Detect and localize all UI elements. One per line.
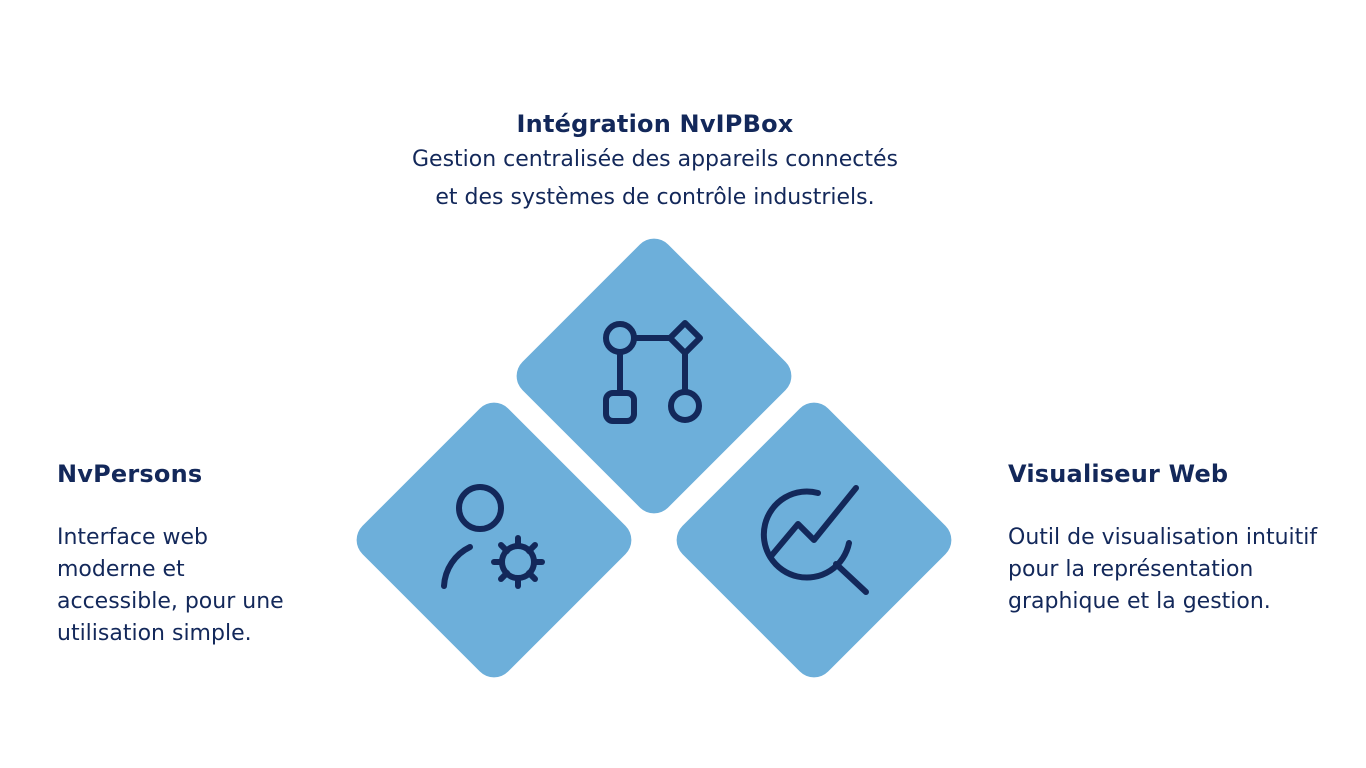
top-description-line-1: Gestion centralisée des appareils connec… <box>412 147 898 172</box>
left-description-line-1: Interface web <box>57 525 208 550</box>
left-description-line-2: moderne et <box>57 557 185 582</box>
right-title: Visualiseur Web <box>1008 460 1229 488</box>
right-text-block: Visualiseur Web Outil de visualisation i… <box>1008 458 1364 618</box>
left-description-line-3: accessible, pour une <box>57 589 284 614</box>
right-description-line-2: pour la représentation <box>1008 557 1254 582</box>
right-description-line-3: graphique et la gestion. <box>1008 589 1271 614</box>
left-description-line-4: utilisation simple. <box>57 621 252 646</box>
chart-search-icon <box>756 480 876 600</box>
top-description-line-2: et des systèmes de contrôle industriels. <box>435 185 875 210</box>
top-title: Intégration NvIPBox <box>516 110 794 138</box>
top-text-block: Intégration NvIPBox Gestion centralisée … <box>0 108 1310 216</box>
right-description-line-1: Outil de visualisation intuitif <box>1008 525 1318 550</box>
left-title: NvPersons <box>57 460 203 488</box>
workflow-icon <box>594 311 714 431</box>
left-text-block: NvPersons Interface web moderne et acces… <box>57 458 337 650</box>
user-settings-icon <box>434 475 554 595</box>
